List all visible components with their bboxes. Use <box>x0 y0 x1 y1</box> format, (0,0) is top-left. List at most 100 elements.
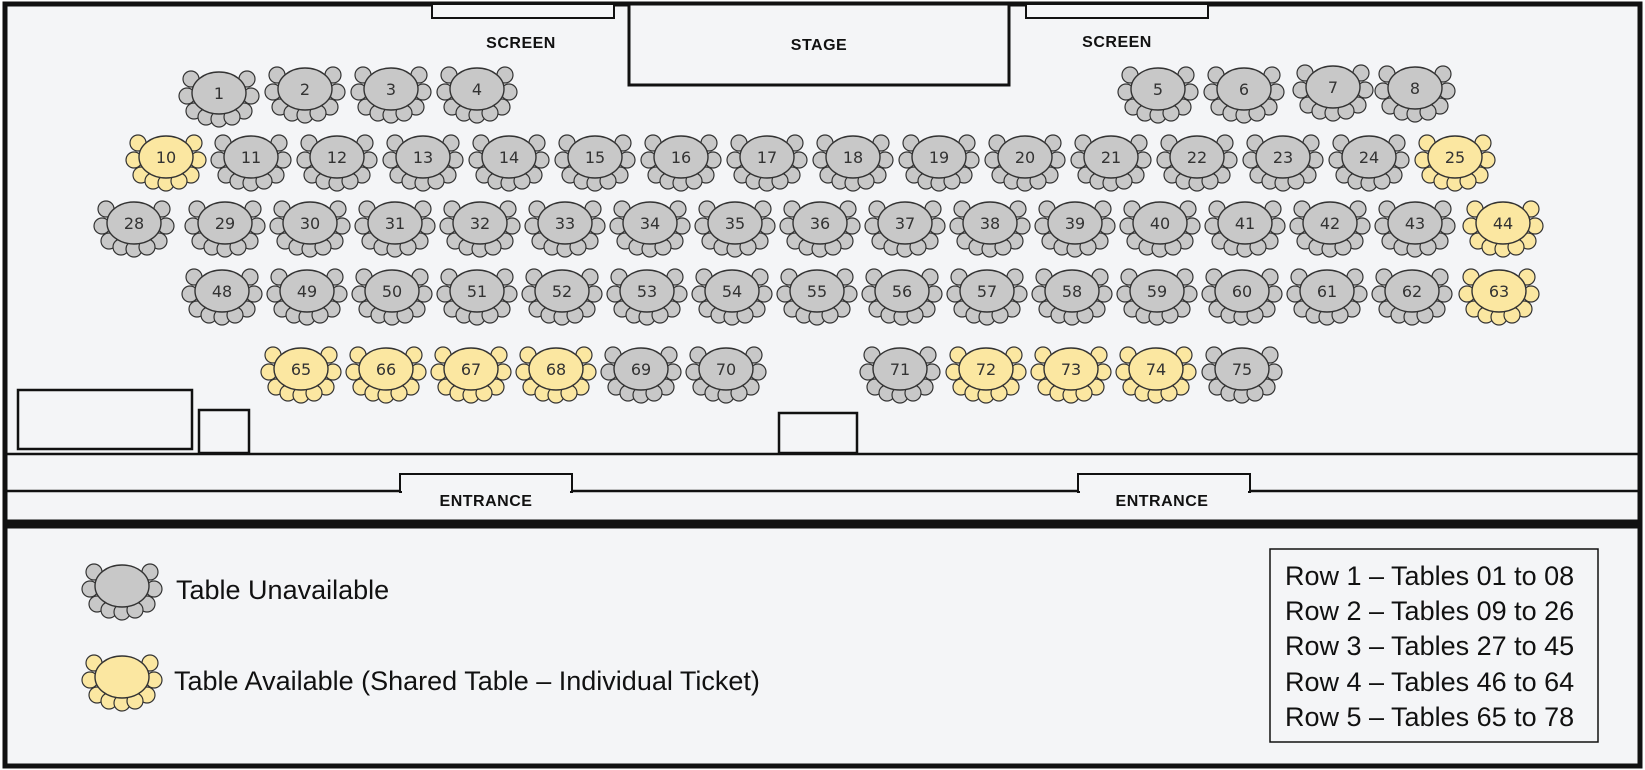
table-56: 56 <box>861 268 943 326</box>
table-top <box>872 347 928 391</box>
table-number: 67 <box>461 360 481 379</box>
screen-right-label: SCREEN <box>1082 34 1152 51</box>
table-number: 75 <box>1232 360 1252 379</box>
table-number: 19 <box>929 148 949 167</box>
table-number: 12 <box>327 148 347 167</box>
table-18: 18 <box>812 134 894 192</box>
table-number: 42 <box>1320 214 1340 233</box>
table-top <box>1427 135 1483 179</box>
table-53: 53 <box>606 268 688 326</box>
table-top <box>619 269 675 313</box>
table-30: 30 <box>269 200 351 258</box>
table-number: 40 <box>1150 214 1170 233</box>
service-counter-box <box>16 388 194 451</box>
table-top <box>1043 347 1099 391</box>
table-top <box>1384 269 1440 313</box>
table-top <box>1129 269 1185 313</box>
table-number: 71 <box>890 360 910 379</box>
table-top <box>1217 201 1273 245</box>
table-top <box>622 201 678 245</box>
table-54: 54 <box>691 268 773 326</box>
table-16: 16 <box>640 134 722 192</box>
table-65: 65 <box>260 346 342 404</box>
table-top <box>1341 135 1397 179</box>
table-14: 14 <box>468 134 550 192</box>
table-number: 63 <box>1489 282 1509 301</box>
table-top <box>1475 201 1531 245</box>
screen-left-box <box>431 3 615 19</box>
table-top <box>1047 201 1103 245</box>
table-8: 8 <box>1374 65 1456 123</box>
table-top <box>279 269 335 313</box>
legend-available-icon <box>81 654 163 712</box>
table-number: 24 <box>1359 148 1379 167</box>
table-top <box>825 135 881 179</box>
table-number: 10 <box>156 148 176 167</box>
table-top <box>223 135 279 179</box>
table-number: 36 <box>810 214 830 233</box>
table-7: 7 <box>1292 64 1374 122</box>
table-34: 34 <box>609 200 691 258</box>
table-number: 21 <box>1101 148 1121 167</box>
table-44: 44 <box>1462 200 1544 258</box>
table-number: 68 <box>546 360 566 379</box>
table-number: 7 <box>1328 78 1338 97</box>
table-3: 3 <box>350 66 432 124</box>
table-number: 18 <box>843 148 863 167</box>
table-42: 42 <box>1289 200 1371 258</box>
table-5: 5 <box>1117 66 1199 124</box>
table-top <box>282 201 338 245</box>
table-number: 11 <box>241 148 261 167</box>
table-49: 49 <box>266 268 348 326</box>
table-number: 31 <box>385 214 405 233</box>
table-74: 74 <box>1115 346 1197 404</box>
screen-right-box <box>1025 3 1209 19</box>
table-21: 21 <box>1070 134 1152 192</box>
screen-left-label: SCREEN <box>486 35 556 52</box>
row-key-3: Row 3 – Tables 27 to 45 <box>1285 631 1574 661</box>
entrance-left-label: ENTRANCE <box>440 493 533 510</box>
row-key-1: Row 1 – Tables 01 to 08 <box>1285 561 1574 591</box>
table-75: 75 <box>1201 346 1283 404</box>
entrance-right-label: ENTRANCE <box>1116 493 1209 510</box>
center-box <box>777 411 859 455</box>
table-number: 55 <box>807 282 827 301</box>
legend-unavailable-icon <box>81 563 163 621</box>
table-17: 17 <box>726 134 808 192</box>
small-box <box>197 408 251 455</box>
table-number: 37 <box>895 214 915 233</box>
table-top <box>537 201 593 245</box>
table-number: 29 <box>215 214 235 233</box>
table-39: 39 <box>1034 200 1116 258</box>
table-4: 4 <box>436 66 518 124</box>
stage-box <box>627 2 1011 87</box>
table-19: 19 <box>898 134 980 192</box>
table-20: 20 <box>984 134 1066 192</box>
table-50: 50 <box>351 268 433 326</box>
table-number: 72 <box>976 360 996 379</box>
table-top <box>1387 201 1443 245</box>
table-top <box>1130 67 1186 111</box>
table-top <box>528 347 584 391</box>
table-top <box>1214 269 1270 313</box>
table-10: 10 <box>125 134 207 192</box>
table-70: 70 <box>685 346 767 404</box>
table-43: 43 <box>1374 200 1456 258</box>
table-number: 52 <box>552 282 572 301</box>
table-32: 32 <box>439 200 521 258</box>
table-52: 52 <box>521 268 603 326</box>
table-number: 69 <box>631 360 651 379</box>
row-key-box <box>1269 548 1599 743</box>
table-number: 4 <box>472 80 482 99</box>
table-number: 20 <box>1015 148 1035 167</box>
table-23: 23 <box>1242 134 1324 192</box>
table-41: 41 <box>1204 200 1286 258</box>
table-top <box>138 135 194 179</box>
table-number: 3 <box>386 80 396 99</box>
table-top <box>877 201 933 245</box>
table-number: 6 <box>1239 80 1249 99</box>
table-66: 66 <box>345 346 427 404</box>
table-top <box>1302 201 1358 245</box>
